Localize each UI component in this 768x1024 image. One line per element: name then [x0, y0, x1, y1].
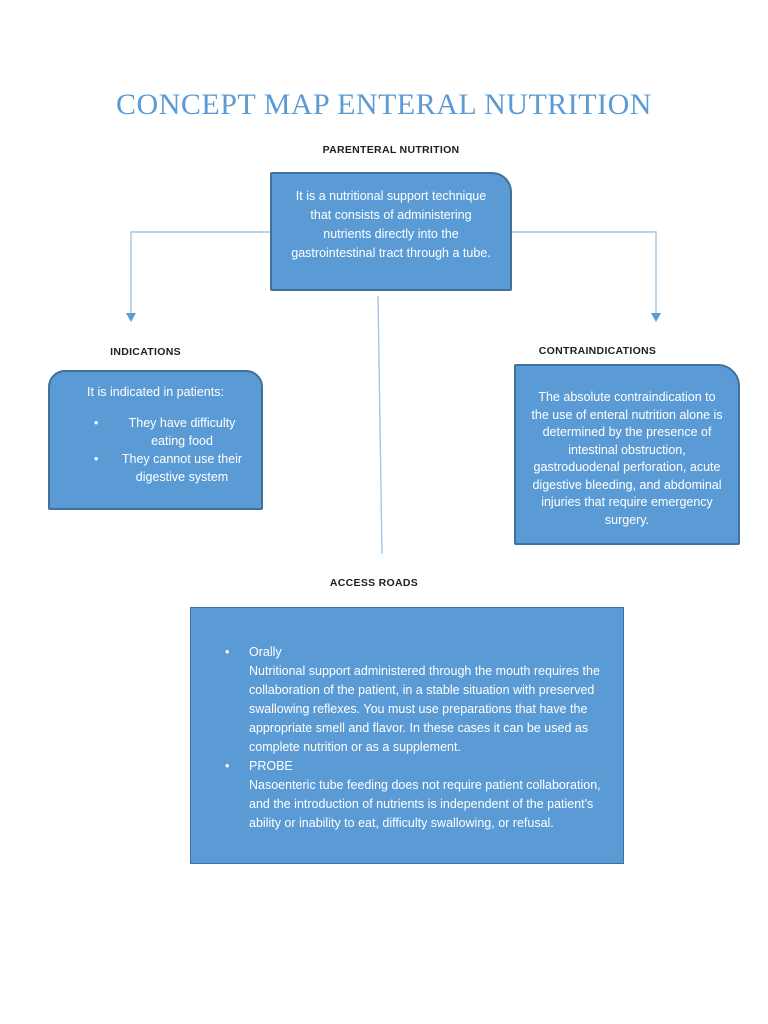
bullet-icon: •: [225, 759, 230, 773]
list-item: • Orally Nutritional support administere…: [225, 643, 617, 757]
indications-bullet-text: They have difficulty eating food: [128, 416, 236, 448]
bullet-icon: •: [94, 452, 99, 466]
access-item-term: PROBE: [249, 759, 293, 773]
indications-bullet-text: They cannot use their digestive system: [121, 452, 243, 484]
indications-label: INDICATIONS: [110, 346, 181, 358]
connector-left-arrow: [126, 231, 270, 322]
contraindications-label: CONTRAINDICATIONS: [538, 345, 657, 357]
access-item-description: Nutritional support administered through…: [249, 664, 600, 754]
list-item: • They have difficulty eating food: [94, 414, 253, 450]
access-item-content: PROBE Nasoenteric tube feeding does not …: [249, 757, 617, 833]
access-roads-box: • Orally Nutritional support administere…: [190, 607, 624, 864]
access-item-term: Orally: [249, 645, 282, 659]
bullet-icon: •: [94, 416, 99, 430]
parenteral-nutrition-box: It is a nutritional support technique th…: [270, 172, 512, 291]
parenteral-nutrition-label: PARENTERAL NUTRITION: [322, 144, 460, 156]
access-roads-label: ACCESS ROADS: [329, 577, 419, 589]
indications-intro: It is indicated in patients:: [87, 385, 224, 399]
page-title: CONCEPT MAP ENTERAL NUTRITION: [116, 88, 652, 121]
list-item: • PROBE Nasoenteric tube feeding does no…: [225, 757, 617, 833]
access-item-description: Nasoenteric tube feeding does not requir…: [249, 778, 601, 830]
connector-right-arrow: [512, 231, 661, 322]
parenteral-nutrition-text: It is a nutritional support technique th…: [291, 189, 491, 260]
contraindications-box: The absolute contraindication to the use…: [514, 364, 740, 545]
list-item: • They cannot use their digestive system: [94, 450, 253, 486]
contraindications-text: The absolute contraindication to the use…: [531, 390, 723, 527]
connector-center-line: [377, 295, 383, 555]
bullet-icon: •: [225, 645, 230, 659]
access-item-content: Orally Nutritional support administered …: [249, 643, 617, 757]
indications-box: It is indicated in patients: • They have…: [48, 370, 263, 510]
